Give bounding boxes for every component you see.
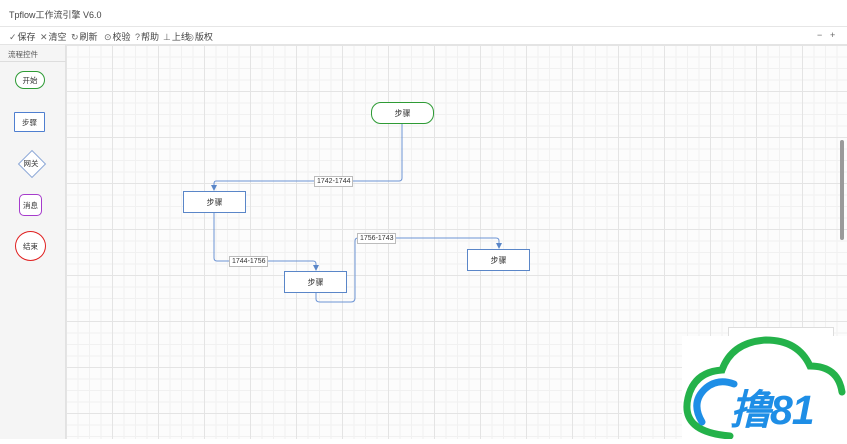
validate-button[interactable]: ⊙校验 (104, 32, 131, 42)
target-icon: ⊙ (104, 32, 112, 42)
check-icon: ✓ (9, 32, 17, 42)
edge-1756-1743[interactable] (315, 237, 502, 303)
palette-divider (0, 61, 66, 62)
palette-end-shape[interactable]: 结束 (15, 231, 46, 261)
palette-gateway-shape[interactable]: 网关 (17, 149, 47, 179)
toolbar: ✓保存 ✕清空 ↻刷新 ⊙校验 ?帮助 ⊥上线 ◎版权 − + (0, 27, 847, 45)
flow-canvas[interactable]: 步骤 步骤 步骤 步骤 1742-1744 1744-1756 1756-174… (66, 45, 847, 439)
cloud-logo-icon (683, 336, 846, 440)
clear-button[interactable]: ✕清空 (40, 32, 67, 42)
watermark-logo: 撸81 (682, 336, 847, 440)
edge-label[interactable]: 1744-1756 (229, 256, 269, 267)
edge-label[interactable]: 1742-1744 (314, 176, 354, 187)
question-icon: ? (135, 32, 141, 42)
vertical-scrollbar[interactable] (840, 140, 844, 240)
zoom-out-button[interactable]: − (817, 30, 823, 40)
title-bar: Tpflow工作流引擎 V6.0 (0, 0, 847, 27)
palette-title: 流程控件 (8, 50, 38, 59)
refresh-icon: ↻ (71, 32, 79, 42)
help-button[interactable]: ?帮助 (135, 32, 160, 42)
copyright-icon: ◎ (186, 32, 194, 42)
edge-label[interactable]: 1756-1743 (357, 233, 397, 244)
palette-message-shape[interactable]: 消息 (19, 194, 42, 216)
palette-start-shape[interactable]: 开始 (15, 71, 45, 89)
shape-palette: 流程控件 开始 步骤 网关 消息 结束 (0, 45, 66, 439)
copyright-button[interactable]: ◎版权 (186, 32, 213, 42)
flow-node-start-step[interactable]: 步骤 (371, 102, 434, 124)
save-button[interactable]: ✓保存 (9, 32, 36, 42)
flow-node-step[interactable]: 步骤 (284, 271, 347, 293)
app-title: Tpflow工作流引擎 V6.0 (9, 10, 102, 20)
zoom-in-button[interactable]: + (830, 30, 836, 40)
watermark-text: 撸81 (730, 387, 815, 433)
refresh-button[interactable]: ↻刷新 (71, 32, 98, 42)
palette-step-shape[interactable]: 步骤 (14, 112, 45, 132)
edge-1742-1744[interactable] (211, 124, 403, 191)
flow-node-step[interactable]: 步骤 (183, 191, 246, 213)
flow-node-step[interactable]: 步骤 (467, 249, 530, 271)
online-button[interactable]: ⊥上线 (163, 32, 190, 42)
upload-icon: ⊥ (163, 32, 171, 42)
close-icon: ✕ (40, 32, 48, 42)
